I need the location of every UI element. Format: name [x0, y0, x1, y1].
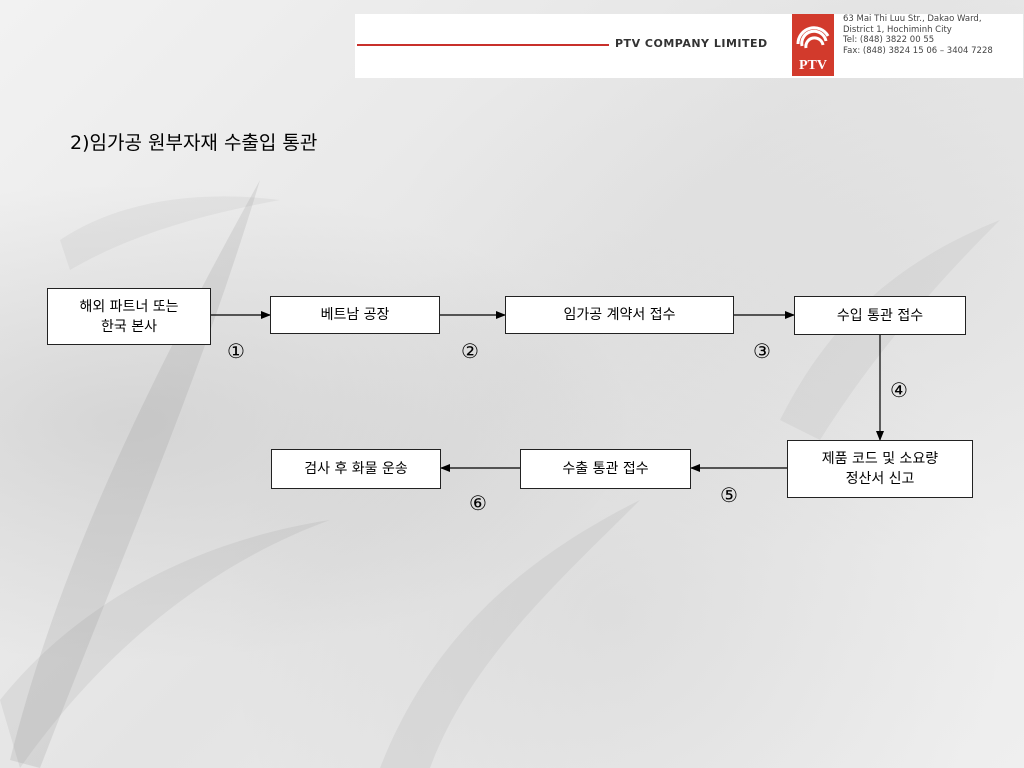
ptv-logo: PTV [792, 14, 834, 76]
header-divider [357, 44, 609, 46]
address-line: District 1, Hochiminh City [843, 24, 952, 35]
step-inspection-transport: 검사 후 화물 운송 [271, 449, 441, 489]
step-number-5: ⑤ [720, 483, 738, 507]
step-export-clearance: 수출 통관 접수 [520, 449, 691, 489]
step-label: 수입 통관 접수 [836, 307, 924, 324]
step-label: 수출 통관 접수 [562, 461, 649, 477]
step-label: 검사 후 화물 운송 [304, 461, 408, 477]
page-title: 2)임가공 원부자재 수출입 통관 [70, 132, 318, 154]
company-address: 63 Mai Thi Luu Str., Dakao Ward, Distric… [843, 14, 993, 56]
logo-arcs-icon [796, 26, 830, 49]
step-number-3: ③ [753, 339, 771, 363]
step-vietnam-factory: 베트남 공장 [270, 296, 440, 334]
step-label: 해외 파트너 또는 한국 본사 [79, 298, 179, 335]
step-label: 제품 코드 및 소요량 정산서 신고 [821, 451, 939, 487]
step-number-2: ② [461, 339, 479, 363]
address-line: Fax: (848) 3824 15 06 – 3404 7228 [843, 45, 993, 56]
address-line: 63 Mai Thi Luu Str., Dakao Ward, [843, 14, 982, 24]
header-banner: PTV COMPANY LIMITED PTV 63 Mai Thi Luu S… [355, 14, 1023, 78]
step-number-4: ④ [890, 378, 908, 402]
step-processing-contract: 임가공 계약서 접수 [505, 296, 734, 334]
step-label: 베트남 공장 [320, 307, 390, 323]
company-name: PTV COMPANY LIMITED [615, 37, 768, 50]
step-product-code-report: 제품 코드 및 소요량 정산서 신고 [787, 440, 973, 498]
logo-text: PTV [799, 58, 827, 73]
step-number-6: ⑥ [469, 491, 487, 515]
step-import-clearance: 수입 통관 접수 [794, 296, 966, 335]
step-overseas-partner: 해외 파트너 또는 한국 본사 [47, 288, 211, 345]
step-label: 임가공 계약서 접수 [563, 307, 676, 323]
address-line: Tel: (848) 3822 00 55 [843, 35, 935, 45]
step-number-1: ① [227, 339, 245, 363]
